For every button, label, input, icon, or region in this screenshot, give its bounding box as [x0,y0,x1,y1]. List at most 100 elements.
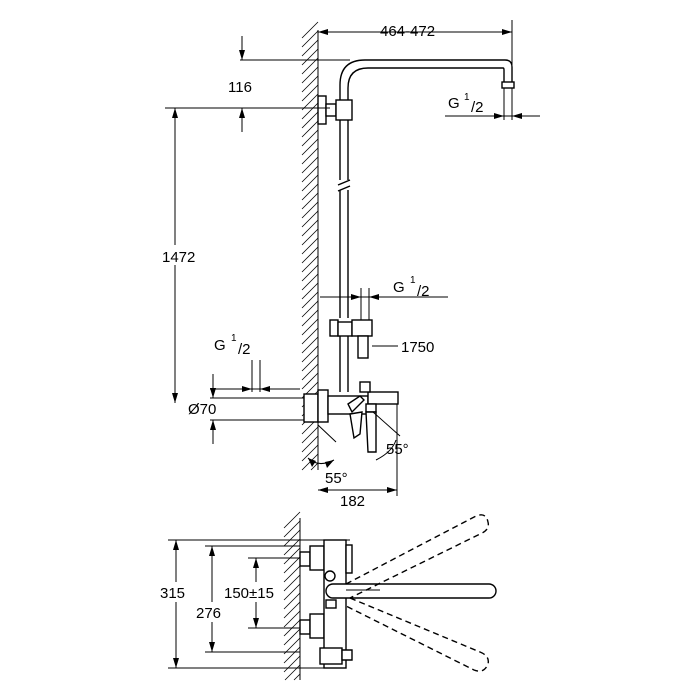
hatch-line [301,264,319,282]
hatch-line [283,538,301,556]
hatch-line [301,75,319,93]
hatch-line [301,426,319,444]
hatch-line [301,156,319,174]
hatch-line [301,246,319,264]
hatch-line [283,637,301,655]
hatch-line [301,237,319,255]
mixer-side-view [299,539,353,669]
mixer-body [303,381,399,453]
hatch-line [301,291,319,309]
hatch-line [301,372,319,390]
hatch-line [301,219,319,237]
hatch-line [301,192,319,210]
hatch-line [284,664,301,681]
thread-mid-sub: /2 [417,283,430,300]
hatch-line [301,165,319,183]
dim-thread-mid: G 1 /2 [320,275,448,320]
hatch-line [283,583,301,601]
inlet-spacing-label: 150±15 [224,585,274,602]
hatch-line [301,345,319,363]
riser-length-label: 1472 [162,249,195,266]
hatch-line [301,210,319,228]
escutcheon-label: Ø70 [188,401,216,418]
shower-arm [339,59,515,108]
thread-mid-g: G [393,279,405,296]
hatch-line [310,462,319,471]
thread-inlet-sub: /2 [238,341,251,358]
hatch-line [301,273,319,291]
dim-thread-top: G 1 /2 [445,88,540,120]
mixer-height-label: 315 [160,585,185,602]
hatch-line [283,601,301,619]
spout-angle-label: 55° [325,470,348,487]
dim-top-offset: 116 [228,36,350,132]
hatch-line [301,120,319,138]
dim-thread-inlet: G 1 /2 [210,333,300,392]
hatch-line [301,21,319,39]
hatch-line [283,520,301,538]
top-offset-label: 116 [228,79,252,96]
hatch-line [301,201,319,219]
wall-bracket-top [317,95,353,125]
hand-shower-holder: 1750 [329,319,434,392]
hatch-line [283,529,301,547]
thread-top-g: G [448,95,460,112]
hatch-line [301,102,319,120]
hatch-line [301,93,319,111]
riser-pipe [337,120,351,318]
thread-top-sub: /2 [471,99,484,116]
hatch-line [301,363,319,381]
hatch-line [301,66,319,84]
hatch-line [301,129,319,147]
thread-inlet-g: G [214,337,226,354]
hatch-line [301,183,319,201]
mixer-height-inner-label: 276 [196,605,221,622]
wall-hatching-top [301,21,319,471]
projection-label: 182 [340,493,365,510]
hatch-line [301,39,319,57]
total-height-label: 1750 [401,339,434,356]
hatch-line [301,174,319,192]
hatch-line [301,255,319,273]
thread-top-sup: 1 [464,92,470,103]
hatch-line [283,646,301,664]
wall-hatching-bottom [283,511,301,681]
dim-escutcheon: Ø70 [188,374,305,444]
hatch-line [283,565,301,583]
hatch-line [283,547,301,565]
hatch-line [301,444,319,462]
hatch-line [301,84,319,102]
dim-inlet-spacing: 150±15 [222,557,300,629]
hatch-line [283,592,301,610]
hatch-line [301,57,319,75]
hatch-line [301,309,319,327]
hatch-line [293,673,301,681]
hatch-line [283,511,301,529]
dim-mixer-height-inner: 276 [196,545,300,653]
dim-arm-reach: 464-472 [318,20,513,86]
hatch-line [301,300,319,318]
hatch-line [301,228,319,246]
thread-inlet-sup: 1 [231,333,237,344]
hatch-line [283,655,301,673]
arm-reach-label: 464-472 [380,23,435,40]
hatch-line [301,147,319,165]
dim-riser-length: 1472 [160,107,330,403]
hatch-line [301,282,319,300]
hatch-line [301,327,319,345]
hatch-line [301,435,319,453]
hatch-line [283,574,301,592]
hatch-line [301,30,319,48]
hatch-line [301,354,319,372]
hatch-line [301,336,319,354]
dim-mixer-height: 315 [158,539,350,669]
lever-positions [325,514,497,672]
hatch-line [301,48,319,66]
hatch-line [301,138,319,156]
hatch-line [301,318,319,336]
thread-mid-sup: 1 [410,275,416,286]
hatch-line [283,628,301,646]
hatch-line [301,111,319,129]
hatch-line [283,556,301,574]
